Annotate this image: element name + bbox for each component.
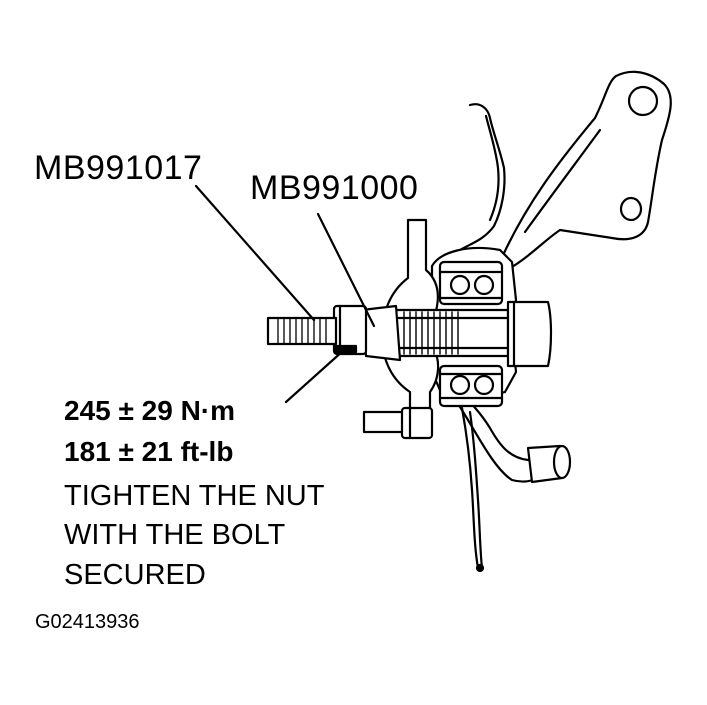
stud-threads <box>277 317 327 345</box>
note-line-1: TIGHTEN THE NUT <box>64 480 325 512</box>
leader-torque <box>284 348 346 404</box>
knuckle-lower-stub-end <box>552 444 572 480</box>
note-line-3: SECURED <box>64 559 206 591</box>
sensor-wire-upper-inner <box>484 114 500 222</box>
bearing-ball <box>473 374 495 396</box>
bearing-ball <box>449 374 471 396</box>
knuckle-lower-hole <box>619 196 643 222</box>
leader-mb991017 <box>194 184 316 322</box>
sensor-wire-upper <box>458 103 506 252</box>
washer <box>334 344 358 354</box>
knuckle-upper-hole <box>627 85 659 117</box>
leader-mb991000 <box>316 212 376 328</box>
note-line-2: WITH THE BOLT <box>64 519 286 551</box>
knuckle-arm-edge <box>523 128 602 234</box>
torque-imperial: 181 ± 21 ft-lb <box>64 436 234 467</box>
torque-metric: 245 ± 29 N·m <box>64 395 236 426</box>
figure-id: G02413936 <box>35 611 140 633</box>
sensor-wire-end <box>475 563 485 573</box>
sensor-wire-lower <box>460 406 480 570</box>
label-tool-mb991017: MB991017 <box>34 149 203 187</box>
sensor-wire-lower-inner <box>468 410 484 570</box>
label-tool-mb991000: MB991000 <box>250 169 419 207</box>
bearing-ball <box>449 274 471 296</box>
hub-shaft-end <box>506 300 553 368</box>
wheel-bolt-head <box>400 406 434 440</box>
bearing-ball <box>473 274 495 296</box>
wheel-bolt-shank <box>362 410 406 434</box>
